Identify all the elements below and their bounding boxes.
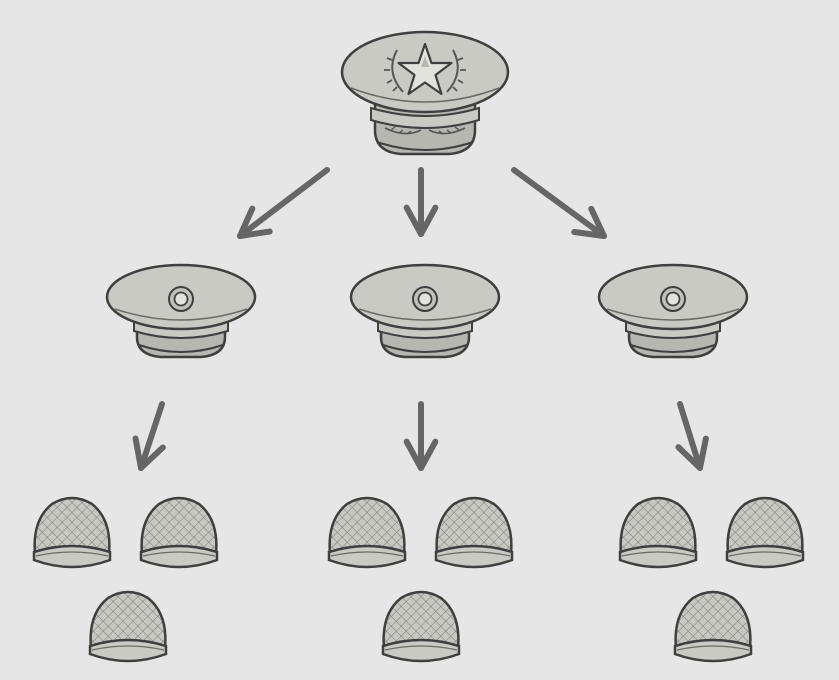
general-cap-icon <box>340 30 510 156</box>
arrow-down-icon <box>403 401 439 471</box>
arrow-down-icon <box>132 401 166 471</box>
arrows-layer <box>132 167 709 471</box>
arrow-down-icon <box>403 167 439 237</box>
officer-layer <box>105 263 749 359</box>
arrow-down-icon <box>511 167 607 239</box>
arrow-down-icon <box>675 401 709 471</box>
arrow-down-icon <box>237 167 330 239</box>
